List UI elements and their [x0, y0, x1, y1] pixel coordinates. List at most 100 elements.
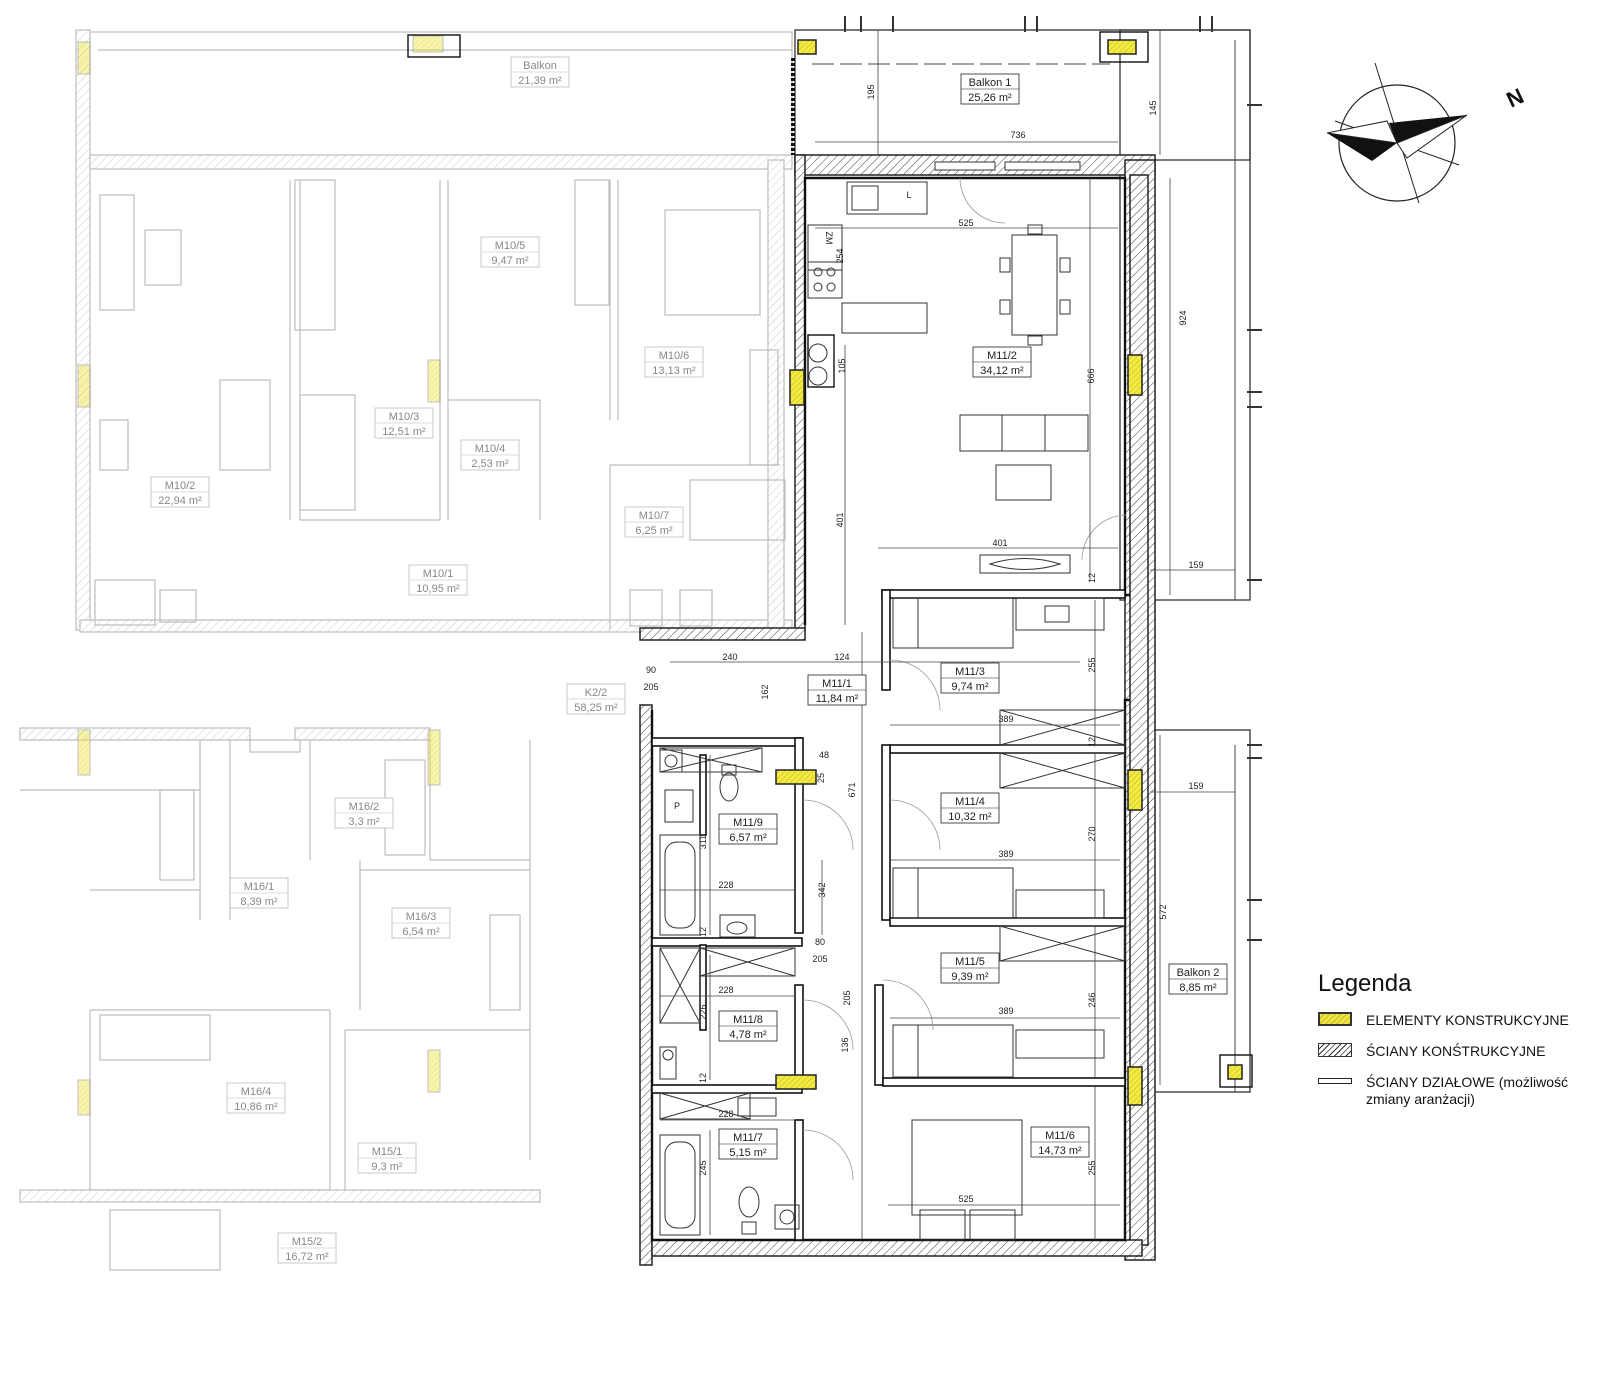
room-id: M11/1: [822, 678, 852, 690]
room-id: Balkon: [523, 60, 557, 72]
room-area: 6,54 m²: [402, 926, 440, 938]
legend-label: ŚCIANY DZIAŁOWE (możliwość zmiany aranża…: [1366, 1074, 1568, 1107]
dimension-label: 136: [840, 1037, 850, 1052]
legend-swatch-yellow: [1318, 1012, 1352, 1026]
room-area: 58,25 m²: [574, 702, 618, 714]
dimension-label: 525: [958, 1194, 973, 1204]
dimension-label: 270: [1087, 826, 1097, 841]
legend-label: ELEMENTY KONSTRUKCYJNE: [1366, 1012, 1569, 1028]
room-area: 34,12 m²: [980, 365, 1024, 377]
legend-item-partition-walls: ŚCIANY DZIAŁOWE (możliwość zmiany aranża…: [1318, 1074, 1598, 1108]
room-area: 9,47 m²: [491, 255, 529, 267]
room-area: 22,94 m²: [158, 495, 202, 507]
dimension-label: 246: [1087, 992, 1097, 1007]
room-area: 11,84 m²: [816, 693, 859, 705]
legend-item-structural-elements: ELEMENTY KONSTRUKCYJNE: [1318, 1012, 1598, 1029]
dimension-label: 205: [842, 990, 852, 1005]
legend-label: ŚCIANY KONŚTRUKCYJNE: [1366, 1043, 1546, 1059]
neighbour-labels: Balkon 21,39 m² M10/1 10,95 m² M10/2 22,94 m²…: [150, 56, 704, 1264]
room-area: 21,39 m²: [518, 75, 562, 87]
legend: Legenda ELEMENTY KONSTRUKCYJNE ŚCIANY KO…: [1318, 970, 1598, 1122]
room-area: 13,13 m²: [652, 365, 696, 377]
room-id: M10/1: [423, 568, 454, 580]
dimension-label: 12: [1087, 573, 1097, 583]
room-id: M10/2: [165, 480, 196, 492]
dimension-label: 159: [1188, 781, 1203, 791]
room-id: M16/4: [241, 1086, 272, 1098]
room-area: 14,73 m²: [1038, 1145, 1082, 1157]
legend-swatch-line: [1318, 1078, 1352, 1084]
dimension-label: 228: [718, 880, 733, 890]
room-area: 8,85 m²: [1179, 982, 1217, 994]
dimension-label: 736: [1010, 130, 1025, 140]
room-area: 9,74 m²: [951, 681, 989, 693]
fixture-zm: ZM: [824, 232, 834, 245]
room-area: 8,39 m²: [240, 896, 278, 908]
dimension-label: 205: [812, 954, 827, 964]
dimension-label: 205: [643, 682, 658, 692]
room-id: M10/7: [639, 510, 670, 522]
fixture-l: L: [906, 190, 911, 200]
dimension-label: 90: [646, 665, 656, 675]
room-area: 9,3 m²: [371, 1161, 403, 1173]
dimension-label: 389: [998, 849, 1013, 859]
fixture-p: P: [674, 801, 680, 811]
room-area: 25,26 m²: [968, 92, 1012, 104]
room-id: M11/9: [733, 817, 763, 829]
dimension-label: 226: [698, 1004, 708, 1019]
room-id: K2/2: [585, 687, 608, 699]
room-area: 16,72 m²: [285, 1251, 329, 1263]
dimension-label: 401: [835, 512, 845, 527]
room-area: 2,53 m²: [471, 458, 509, 470]
north-label: N: [1503, 83, 1528, 112]
room-area: 10,32 m²: [948, 811, 992, 823]
dimension-label: 342: [817, 882, 827, 897]
room-area: 3,3 m²: [348, 816, 380, 828]
dimension-label: 666: [1086, 368, 1096, 383]
unit-m11: [407, 16, 1262, 1266]
room-area: 5,15 m²: [729, 1147, 767, 1159]
room-id: M15/1: [372, 1146, 403, 1158]
room-id: M16/1: [244, 881, 275, 893]
room-id: M11/7: [733, 1132, 763, 1144]
dimension-label: 48: [819, 750, 829, 760]
dimension-label: 228: [718, 985, 733, 995]
dimension-label: 525: [958, 218, 973, 228]
dimension-label: 572: [1158, 904, 1168, 919]
room-area: 10,95 m²: [416, 583, 460, 595]
dimension-label: 105: [837, 358, 847, 373]
dimension-label: 80: [815, 937, 825, 947]
dimension-label: 254: [835, 248, 845, 263]
dimension-label: 195: [866, 84, 876, 99]
room-id: Balkon 2: [1177, 967, 1220, 979]
dimension-label: 389: [998, 1006, 1013, 1016]
balcony-1: [794, 29, 1251, 161]
dimension-label: 924: [1178, 310, 1188, 325]
room-area: 4,78 m²: [729, 1029, 767, 1041]
room-id: M11/5: [955, 956, 985, 968]
room-area: 6,25 m²: [635, 525, 673, 537]
dimension-label: 12: [1087, 737, 1097, 747]
room-id: M11/4: [955, 796, 985, 808]
legend-item-structural-walls: ŚCIANY KONŚTRUKCYJNE: [1318, 1043, 1598, 1060]
room-id: Balkon 1: [969, 77, 1012, 89]
room-area: 12,51 m²: [382, 426, 426, 438]
room-id: M11/3: [955, 666, 985, 678]
dimension-label: 228: [718, 1109, 733, 1119]
structural-elements: [775, 39, 1243, 1106]
room-id: M16/2: [349, 801, 380, 813]
dimension-label: 401: [992, 538, 1007, 548]
legend-swatch-hatch: [1318, 1043, 1352, 1057]
dimension-label: 12: [698, 1073, 708, 1083]
room-id: M16/3: [406, 911, 437, 923]
room-id: M15/2: [292, 1236, 323, 1248]
fixture-labels: L ZM P: [674, 190, 912, 811]
dimension-label: 311: [698, 835, 708, 849]
dimension-label: 162: [760, 684, 770, 699]
dimension-label: 389: [998, 714, 1013, 724]
room-id: M11/6: [1045, 1130, 1075, 1142]
dimension-label: 671: [847, 782, 857, 797]
room-id: M10/6: [659, 350, 690, 362]
